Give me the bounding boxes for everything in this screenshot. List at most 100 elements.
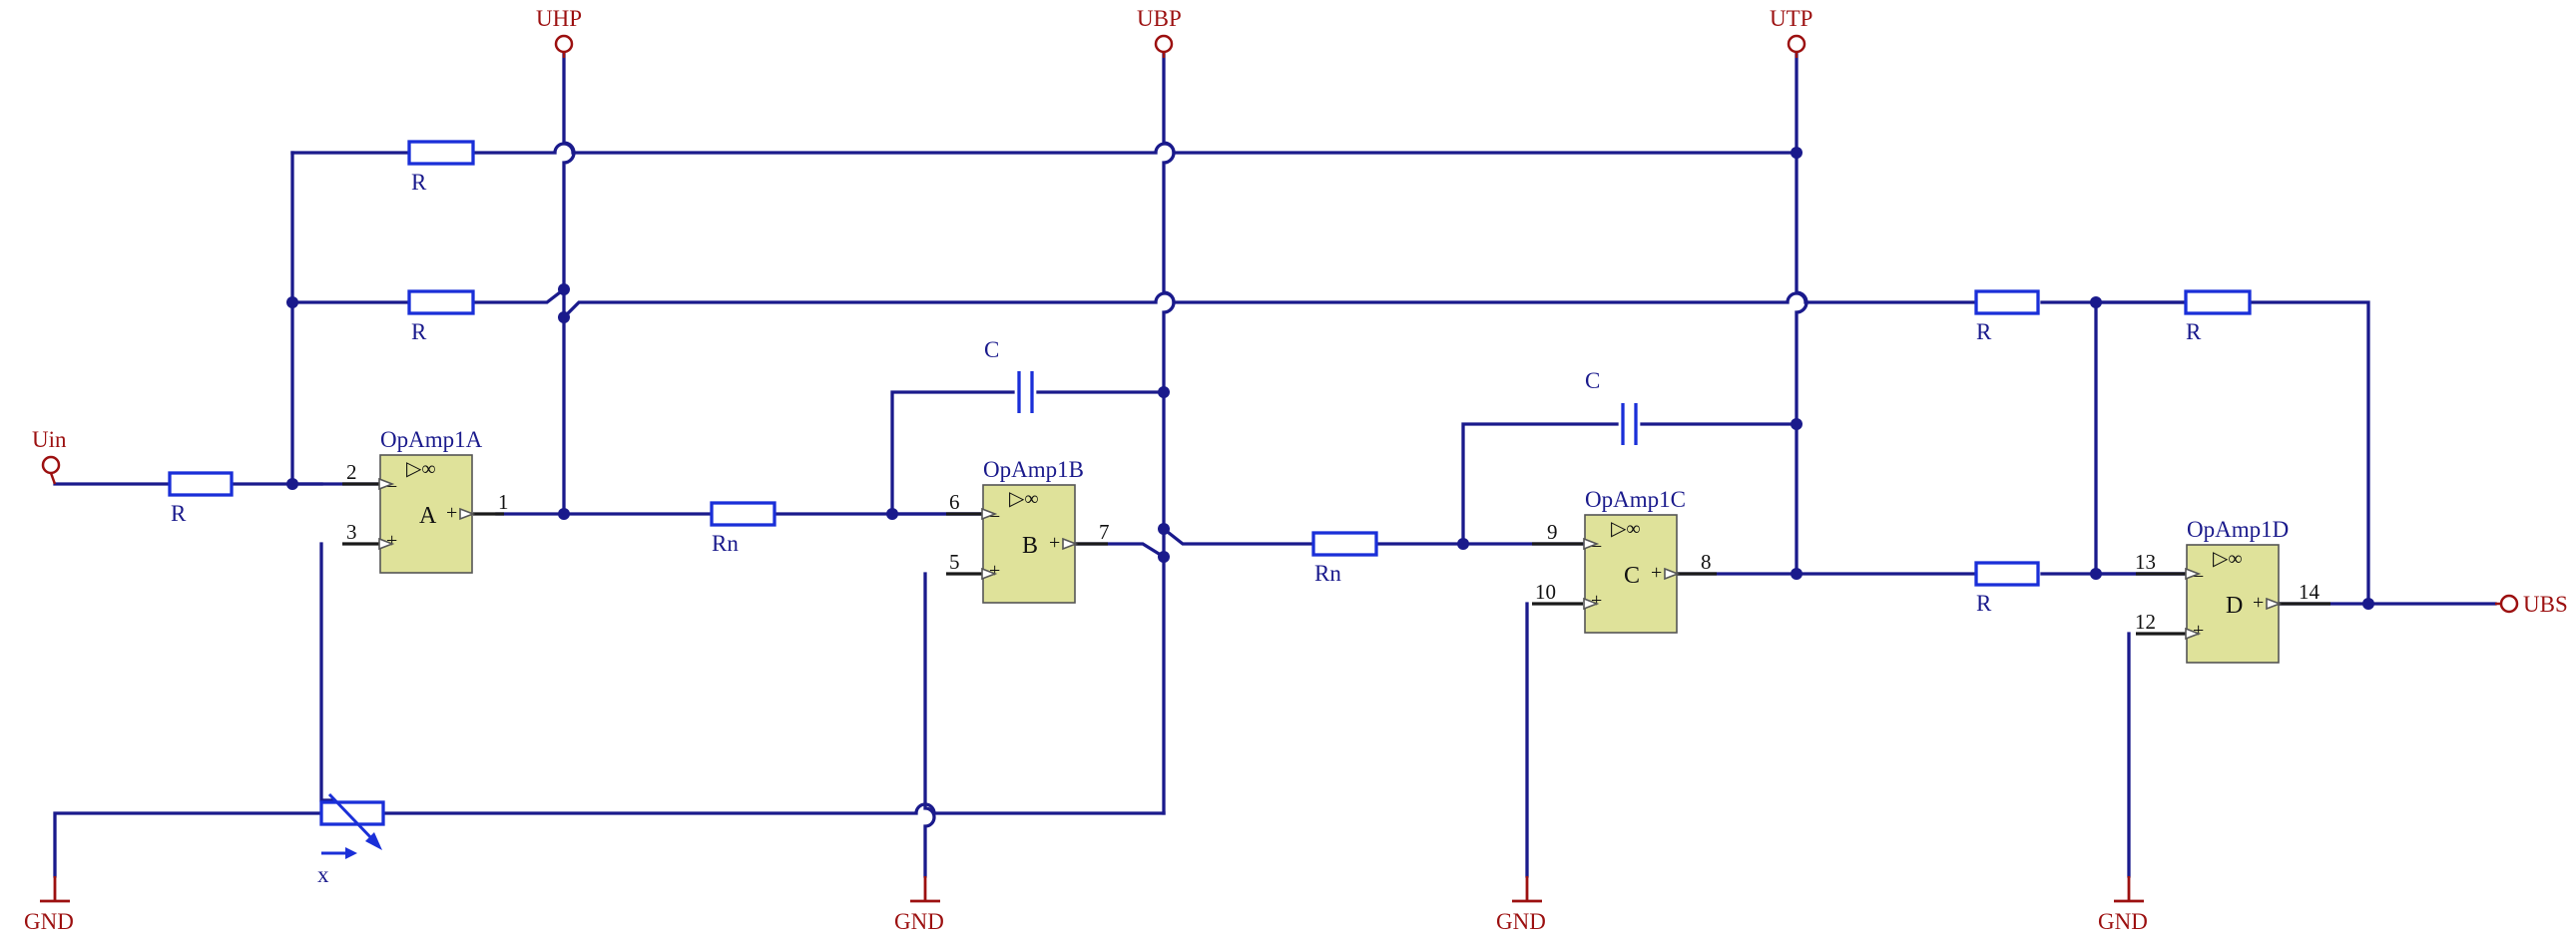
potentiometer-label: x	[317, 862, 329, 887]
junction	[558, 508, 570, 520]
port-label: UHP	[536, 6, 582, 31]
resistor-label: R	[411, 319, 427, 344]
junction	[2362, 598, 2374, 610]
resistor-label: Rn	[712, 531, 739, 556]
pin-number: 8	[1701, 550, 1712, 574]
resistor-label: R	[1976, 591, 1992, 616]
junction	[1791, 147, 1803, 159]
junction	[558, 311, 570, 323]
junction	[1791, 418, 1803, 430]
opamp-name: OpAmp1D	[2187, 517, 2289, 542]
opamp-unit: C	[1624, 563, 1640, 589]
resistor-label: R	[411, 170, 427, 195]
resistor-r-input[interactable]: R	[168, 471, 234, 526]
ground-symbol: GND	[2098, 876, 2148, 934]
junction	[1158, 523, 1170, 535]
opamp-c[interactable]: OpAmp1C ▷∞ − + + C 9 10 8	[1535, 487, 1712, 634]
pin-number: 9	[1547, 520, 1558, 544]
pin-stubs	[342, 482, 2330, 636]
resistor-label: R	[171, 501, 187, 526]
opamp-glyph: ▷∞	[1611, 518, 1641, 540]
pot-direction-head	[345, 847, 357, 859]
plus-sign: +	[989, 560, 1000, 582]
plus-sign: +	[1651, 562, 1662, 584]
opamp-unit: D	[2226, 593, 2243, 619]
port-label: UBP	[1137, 6, 1182, 31]
junctions	[286, 147, 2374, 610]
opamp-glyph: ▷∞	[2213, 548, 2243, 570]
pin-number: 12	[2135, 610, 2156, 634]
port-ubs[interactable]: UBS	[2495, 592, 2568, 617]
plus-sign: +	[386, 530, 397, 552]
minus-sign: −	[386, 476, 397, 498]
opamp-unit: A	[419, 503, 437, 529]
pin-number: 7	[1099, 520, 1110, 544]
pin-number: 5	[949, 550, 960, 574]
ground-symbol: GND	[894, 876, 944, 934]
ground-symbol: GND	[24, 876, 74, 934]
resistor-rn-2[interactable]: Rn	[1311, 531, 1378, 586]
junction	[1457, 538, 1469, 550]
junction	[286, 478, 298, 490]
ground-symbol: GND	[1496, 876, 1546, 934]
resistor-rn-1[interactable]: Rn	[710, 501, 776, 556]
capacitor-c-2[interactable]: C	[1585, 368, 1638, 445]
port-utp[interactable]: UTP	[1770, 6, 1812, 58]
pot-wiper	[327, 792, 377, 844]
opamp-name: OpAmp1C	[1585, 487, 1686, 512]
port-label: Uin	[32, 427, 67, 452]
port-label: UBS	[2523, 592, 2568, 617]
resistor-label: R	[1976, 319, 1992, 344]
resistor-label: R	[2186, 319, 2202, 344]
resistor-r-right-2[interactable]: R	[2184, 289, 2252, 344]
junction	[1791, 568, 1803, 580]
resistor-r-second[interactable]: R	[407, 289, 475, 344]
port-uin[interactable]: Uin	[32, 427, 67, 485]
capacitor-label: C	[1585, 368, 1600, 393]
opamp-b[interactable]: OpAmp1B ▷∞ − + + B 6 5 7	[949, 457, 1110, 604]
opamp-d[interactable]: OpAmp1D ▷∞ − + + D 13 12 14	[2135, 517, 2320, 664]
minus-sign: −	[989, 506, 1000, 528]
opamp-name: OpAmp1A	[380, 427, 483, 452]
resistor-r-right-3[interactable]: R	[1974, 561, 2040, 616]
capacitor-label: C	[984, 337, 999, 362]
pin-number: 6	[949, 490, 960, 514]
pin-number: 1	[498, 490, 509, 514]
junction	[1158, 551, 1170, 563]
port-ubp[interactable]: UBP	[1137, 6, 1182, 58]
junction	[886, 508, 898, 520]
resistor-label: Rn	[1314, 561, 1341, 586]
minus-sign: −	[2193, 566, 2204, 588]
ground-label: GND	[2098, 909, 2148, 934]
junction	[1158, 386, 1170, 398]
opamp-unit: B	[1022, 533, 1038, 559]
plus-sign: +	[2193, 620, 2204, 642]
ground-label: GND	[1496, 909, 1546, 934]
minus-sign: −	[1591, 536, 1602, 558]
pin-number: 10	[1535, 580, 1556, 604]
junction	[558, 283, 570, 295]
junction	[2090, 568, 2102, 580]
resistor-r-top[interactable]: R	[407, 140, 475, 195]
ground-label: GND	[24, 909, 74, 934]
pin-number: 3	[346, 520, 357, 544]
opamp-a[interactable]: OpAmp1A ▷∞ − + + A 2 3 1	[346, 427, 509, 574]
pin-number: 14	[2299, 580, 2320, 604]
plus-sign: +	[2253, 592, 2264, 614]
pot-wiper-head	[365, 832, 382, 850]
opamp-glyph: ▷∞	[406, 458, 436, 480]
opamp-name: OpAmp1B	[983, 457, 1084, 482]
pin-number: 13	[2135, 550, 2156, 574]
junction	[286, 296, 298, 308]
plus-sign: +	[1591, 590, 1602, 612]
port-uhp[interactable]: UHP	[536, 6, 582, 58]
junction	[2090, 296, 2102, 308]
capacitor-c-1[interactable]: C	[984, 337, 1034, 413]
resistor-r-right-1[interactable]: R	[1974, 289, 2040, 344]
potentiometer-x[interactable]: x	[317, 792, 385, 887]
pin-number: 2	[346, 460, 357, 484]
plus-sign: +	[1049, 532, 1060, 554]
opamp-glyph: ▷∞	[1009, 488, 1039, 510]
port-label: UTP	[1770, 6, 1812, 31]
